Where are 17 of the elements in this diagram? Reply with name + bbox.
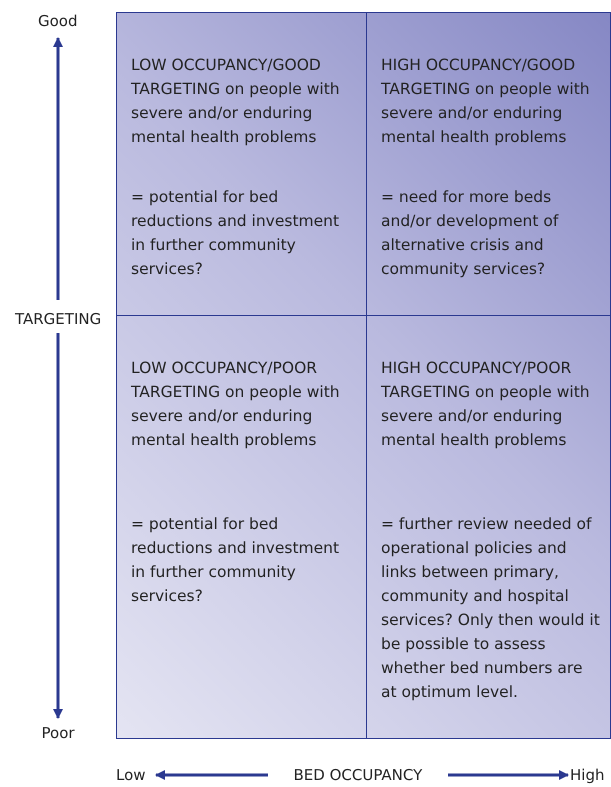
axis-label: Low	[116, 766, 146, 784]
matrix-quadrant	[116, 315, 367, 739]
axis-label: Good	[38, 12, 78, 30]
matrix-quadrant	[366, 12, 611, 316]
quadrant-text: = potential for bed reductions and investment in further community services?	[131, 514, 340, 607]
axis-label: High	[570, 766, 604, 784]
quadrant-heading: HIGH OCCUPANCY/GOOD TARGETING on people with severe and/or enduring mental health problems	[381, 55, 591, 148]
quadrant-heading: LOW OCCUPANCY/POOR TARGETING on people with severe and/or enduring mental health problems	[131, 358, 341, 451]
matrix-quadrant	[366, 315, 611, 739]
quadrant-text: = potential for bed reductions and investment in further community services?	[131, 187, 340, 280]
quadrant-text: = further review needed of operational policies and links between primary, community and hospital services? Only then would it be possible to assess whether bed numbers are at optimum level.	[381, 514, 600, 703]
quadrant-heading: HIGH OCCUPANCY/POOR TARGETING on people with severe and/or enduring mental health problems	[381, 358, 591, 451]
quadrant-text: = need for more beds and/or development of alternative crisis and community services?	[381, 187, 560, 280]
matrix-quadrant	[116, 12, 367, 316]
axis-title: BED OCCUPANCY	[294, 766, 422, 784]
axis-label: Poor	[42, 724, 75, 742]
quadrant-heading: LOW OCCUPANCY/GOOD TARGETING on people with severe and/or enduring mental health problems	[131, 55, 341, 148]
